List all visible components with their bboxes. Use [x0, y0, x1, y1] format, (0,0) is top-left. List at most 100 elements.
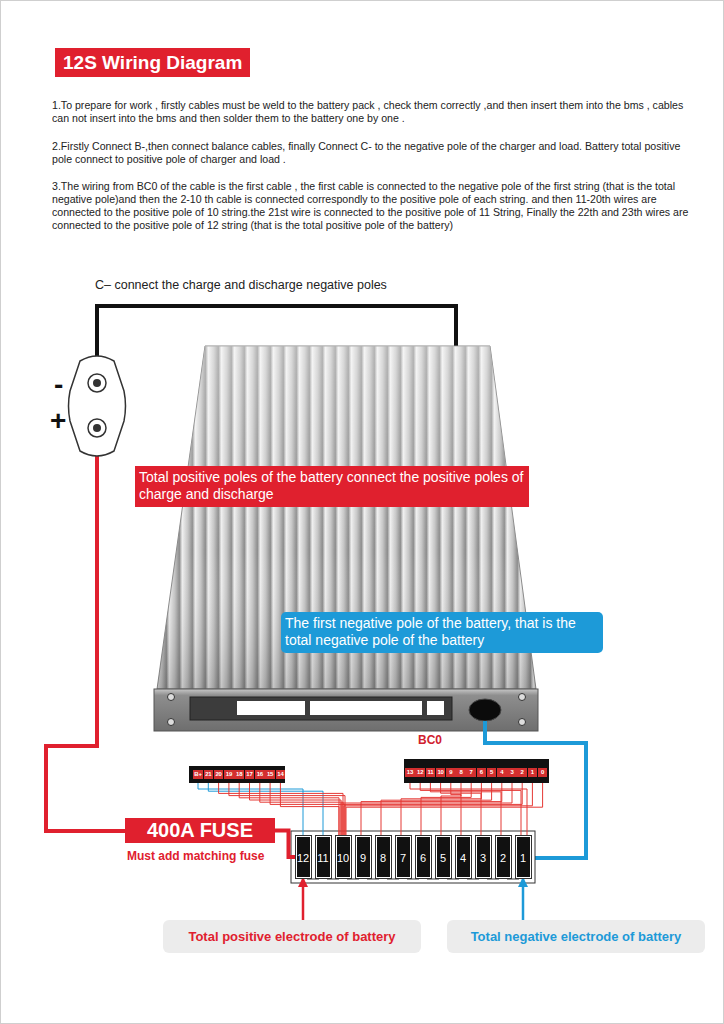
drawing-part [93, 379, 101, 387]
pin-number: 11 [426, 768, 436, 777]
pin-number: 20 [214, 770, 224, 779]
series-link [507, 879, 519, 880]
pin-number: 9 [446, 768, 456, 777]
left-header [189, 766, 285, 783]
series-link [467, 879, 479, 880]
pin-number: 14 [276, 770, 286, 779]
balance-wire [341, 783, 512, 836]
pin-number: 7 [466, 768, 476, 777]
bms-housing [154, 346, 538, 731]
drawing-part [427, 701, 444, 715]
battery-cell: 3 [476, 836, 491, 878]
node-text: 1 [517, 837, 530, 879]
charge-plug [69, 356, 126, 456]
instruction-note: 2.Firstly Connect B-,then connect balanc… [52, 140, 692, 166]
wire-note: C– connect the charge and discharge nega… [95, 278, 515, 293]
pin-number: 18 [234, 770, 244, 779]
title-banner: 12S Wiring Diagram [55, 48, 250, 77]
node-text: The first negative pole of the battery, … [285, 615, 599, 649]
pointer-arrow [302, 878, 305, 920]
drawing-part [519, 719, 526, 726]
pin-number: 16 [255, 770, 265, 779]
pin-number: 5 [487, 768, 497, 777]
balance-wire [280, 783, 339, 836]
node-text: 5 [437, 837, 450, 879]
pin-number: 1 [528, 768, 538, 777]
balance-wire [381, 783, 492, 836]
series-link [367, 879, 379, 880]
balance-wire [410, 783, 527, 836]
node-text: 12 [297, 837, 310, 879]
balance-wire [346, 783, 543, 836]
battery-cell: 4 [456, 836, 471, 878]
instruction-note: 1.To prepare for work , firstly cables m… [52, 99, 692, 125]
node-text: 4 [457, 837, 470, 879]
series-link [447, 879, 459, 880]
pin-number: 8 [456, 768, 466, 777]
node-text: 10 [337, 837, 350, 879]
drawing-part [519, 694, 526, 701]
node-text: 7 [397, 837, 410, 879]
fuse-note: Must add matching fuse [127, 849, 275, 863]
pin-number: 15 [265, 770, 275, 779]
balance-wire [451, 783, 461, 836]
pin-number: 6 [477, 768, 487, 777]
battery-cell: 9 [356, 836, 371, 878]
balance-wire [441, 783, 461, 836]
pin-number: 2 [517, 768, 527, 777]
callout-box: The first negative pole of the battery, … [281, 612, 603, 653]
node-text: 6 [417, 837, 430, 879]
series-link [407, 879, 419, 880]
balance-wire [344, 783, 532, 836]
node-text: 11 [317, 837, 330, 879]
balance-wire [421, 783, 471, 836]
cell-frame [291, 831, 535, 883]
right-header [404, 759, 549, 783]
instruction-note: 3.The wiring from BC0 of the cable is th… [52, 180, 704, 232]
callout-box: Total positive poles of the battery conn… [135, 466, 529, 507]
balance-wire [401, 783, 481, 836]
battery-cell: 7 [396, 836, 411, 878]
fuse-rating: 400A FUSE [125, 818, 275, 843]
electrode-callout: Total negative electrode of battery [447, 920, 705, 953]
node-text: 2 [497, 837, 510, 879]
pin-number: 3 [507, 768, 517, 777]
balance-wire [342, 783, 522, 836]
node-text: Total positive poles of the battery conn… [139, 469, 525, 503]
drawing-part [469, 699, 501, 721]
polarity-sign: + [50, 404, 74, 438]
pin-number: B+ [193, 770, 203, 779]
battery-cell: 6 [416, 836, 431, 878]
battery-cell: 1 [516, 836, 531, 878]
series-link [427, 879, 439, 880]
drawing-part [69, 356, 126, 456]
battery-cell: 5 [436, 836, 451, 878]
balance-wire [420, 783, 521, 836]
node-text: Total negative electrode of battery [453, 929, 699, 944]
pin-number: 4 [497, 768, 507, 777]
drawing-part [237, 701, 305, 715]
battery-cell: 12 [296, 836, 311, 878]
battery-cell: 10 [336, 836, 351, 878]
series-link [347, 879, 359, 880]
battery-cell: 8 [376, 836, 391, 878]
balance-wire [270, 783, 345, 836]
pin-number: 0 [538, 768, 548, 777]
fuse-box: 400A FUSE Must add matching fuse [125, 818, 275, 863]
series-link [487, 879, 499, 880]
pin-number: 17 [245, 770, 255, 779]
node-text: 8 [377, 837, 390, 879]
port-name: BC0 [418, 733, 458, 748]
drawing-part [168, 694, 175, 701]
node-text: Total positive electrode of battery [169, 929, 415, 944]
drawing-part [88, 419, 106, 437]
drawing-part [168, 719, 175, 726]
pin-number: 12 [415, 768, 425, 777]
balance-wire [430, 783, 501, 836]
node-text: 3 [477, 837, 490, 879]
series-link [387, 879, 399, 880]
drawing-part [88, 374, 106, 392]
